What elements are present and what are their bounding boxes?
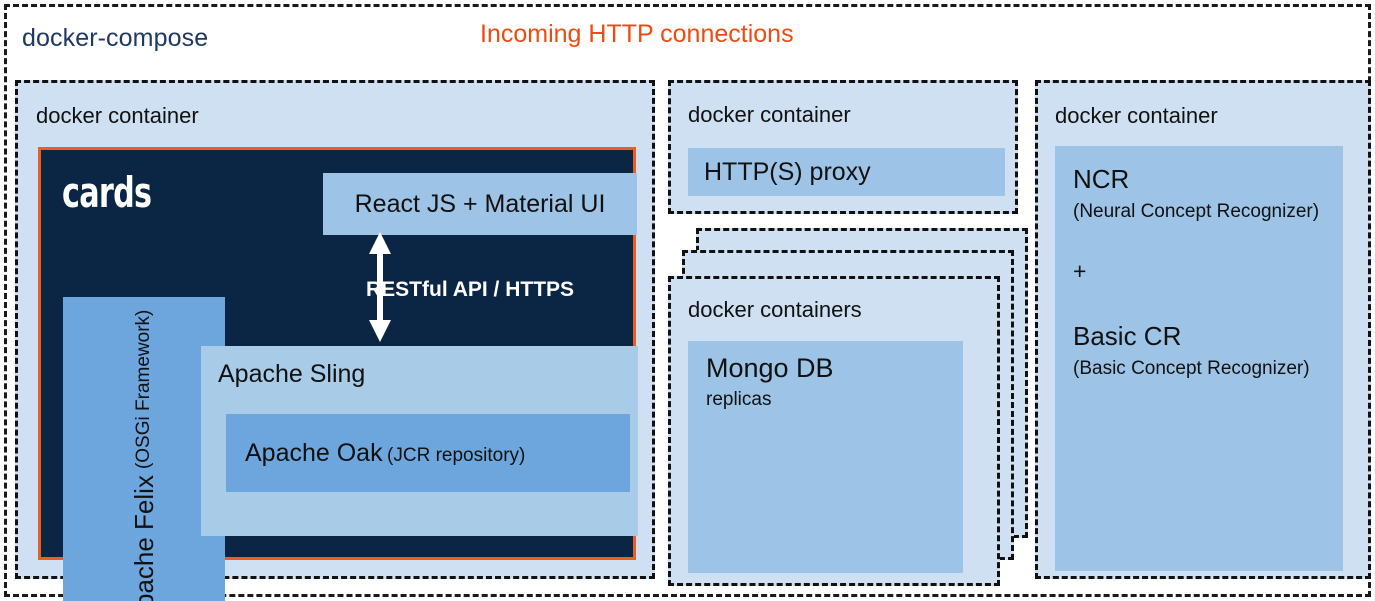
docker-compose-label: docker-compose xyxy=(22,24,209,52)
ncr-subtitle: (Neural Concept Recognizer) xyxy=(1073,201,1320,222)
mongodb-replicas-label: replicas xyxy=(706,389,772,410)
docker-containers-label: docker containers xyxy=(688,297,862,322)
basic-cr-title: Basic CR xyxy=(1073,321,1182,351)
docker-container-label: docker container xyxy=(1055,103,1218,128)
apache-felix-label: Apache Felix xyxy=(128,475,159,601)
apache-oak-detail: (JCR repository) xyxy=(387,444,526,466)
double-arrow-vertical-icon xyxy=(369,232,391,342)
react-frontend-box[interactable]: React JS + Material UI xyxy=(323,173,637,235)
mongo-stack-layer-front[interactable]: docker containers Mongo DB replicas xyxy=(668,276,1000,586)
http-proxy-box[interactable]: HTTP(S) proxy xyxy=(688,148,1005,196)
docker-container-ncr[interactable]: docker container NCR (Neural Concept Rec… xyxy=(1035,80,1371,579)
ncr-service-box[interactable]: NCR (Neural Concept Recognizer) + Basic … xyxy=(1055,146,1343,571)
restful-api-label: RESTful API / HTTPS xyxy=(366,278,575,301)
docker-container-proxy[interactable]: docker container HTTP(S) proxy xyxy=(668,80,1018,214)
cards-application-box: cards React JS + Material UI RESTful API… xyxy=(38,147,638,601)
docker-container-label: docker container xyxy=(36,103,199,128)
apache-felix-detail: (OSGi Framework) xyxy=(133,309,154,470)
react-frontend-label: React JS + Material UI xyxy=(354,189,606,218)
diagram-title: Incoming HTTP connections xyxy=(480,20,794,48)
http-proxy-label: HTTP(S) proxy xyxy=(704,157,871,186)
ncr-title: NCR xyxy=(1073,164,1130,194)
apache-felix-box: Apache Felix (OSGi Framework) xyxy=(63,297,225,601)
basic-cr-subtitle: (Basic Concept Recognizer) xyxy=(1073,358,1310,379)
apache-oak-label: Apache Oak xyxy=(245,438,383,467)
apache-sling-box: Apache Sling Apache Oak (JCR repository) xyxy=(201,346,638,536)
apache-sling-label: Apache Sling xyxy=(218,360,366,388)
docker-containers-mongo-stack: docker containers Mongo DB replicas xyxy=(668,228,1028,586)
mongodb-label: Mongo DB xyxy=(706,353,834,383)
plus-operator: + xyxy=(1073,258,1087,284)
apache-oak-box: Apache Oak (JCR repository) xyxy=(226,414,630,492)
mongodb-box[interactable]: Mongo DB replicas xyxy=(688,341,963,573)
docker-container-label: docker container xyxy=(688,102,851,127)
docker-container-cards[interactable]: docker container cards React JS + Materi… xyxy=(15,80,655,601)
cards-logo: cards xyxy=(62,168,152,217)
